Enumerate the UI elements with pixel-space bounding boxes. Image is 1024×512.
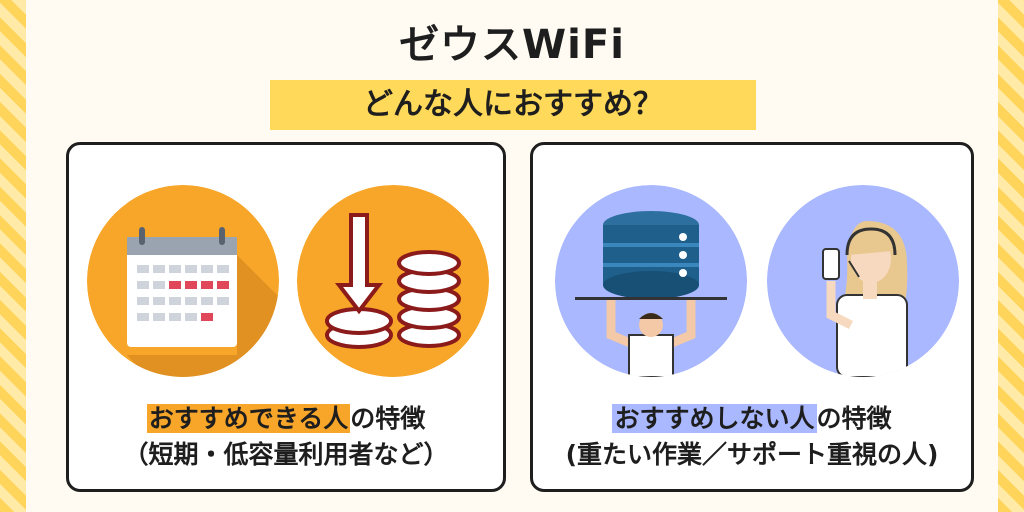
calendar-icon [87,185,279,377]
recommended-detail: （短期・低容量利用者など） [123,440,449,469]
support-operator-icon [767,185,959,377]
left-stripe-border [0,0,26,512]
main-content: ゼウスWiFi どんな人におすすめ？ [26,0,998,512]
right-stripe-border [998,0,1024,512]
recommended-suffix: の特徴 [350,404,426,433]
coin-stack-down-icon [297,185,489,377]
page-title: ゼウスWiFi [399,22,625,68]
not-recommended-detail: (重たい作業／サポート重視の人) [565,440,939,469]
not-recommended-panel: おすすめしない人の特徴 (重たい作業／サポート重視の人) [530,142,974,492]
recommended-highlight: おすすめできる人 [146,404,351,433]
not-recommended-caption: おすすめしない人の特徴 (重たい作業／サポート重視の人) [533,401,971,473]
not-recommended-highlight: おすすめしない人 [612,404,817,433]
heavy-server-person-icon [555,185,747,377]
recommended-caption: おすすめできる人の特徴 （短期・低容量利用者など） [69,401,503,473]
recommended-panel: おすすめできる人の特徴 （短期・低容量利用者など） [66,142,506,492]
not-recommended-suffix: の特徴 [816,404,892,433]
page-subtitle: どんな人におすすめ？ [270,80,756,130]
